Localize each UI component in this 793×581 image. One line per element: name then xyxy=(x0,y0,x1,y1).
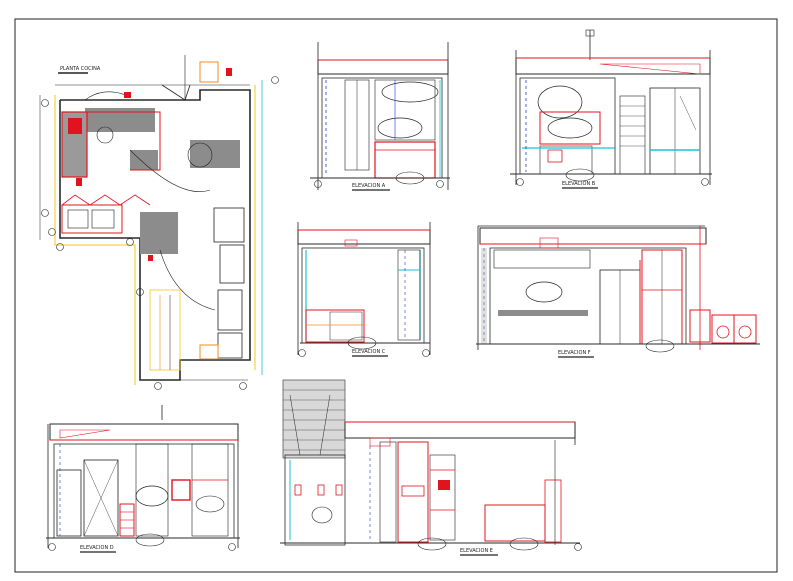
elevation-f-title: ELEVACION F xyxy=(558,350,591,356)
elevation-c-title: ELEVACION C xyxy=(352,349,386,355)
elevation-e: ELEVACION E xyxy=(280,379,582,556)
elevation-b: ELEVACION B xyxy=(510,29,712,189)
elevation-b-title: ELEVACION B xyxy=(562,181,596,187)
elevation-f: ELEVACION F xyxy=(476,225,760,358)
floor-plan-title: PLANTA COCINA xyxy=(60,66,101,72)
floor-plan: PLANTA COCINA xyxy=(39,55,279,390)
elevation-a: ELEVACION A xyxy=(310,42,450,191)
elevation-e-title: ELEVACION E xyxy=(460,548,493,554)
sheet-border xyxy=(14,18,778,573)
elevation-d: ELEVACION D xyxy=(46,405,240,553)
elevation-d-title: ELEVACION D xyxy=(80,545,114,551)
elevation-c: ELEVACION C xyxy=(297,222,431,357)
elevation-a-title: ELEVACION A xyxy=(352,183,386,189)
